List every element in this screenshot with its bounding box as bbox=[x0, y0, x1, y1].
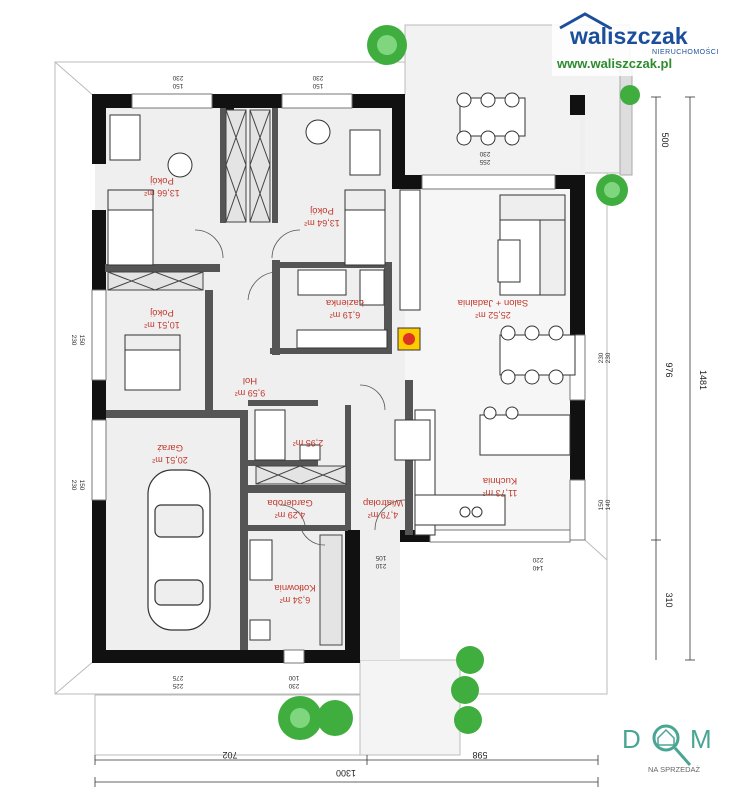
window-dim: 230 bbox=[70, 480, 77, 491]
dom-logo: D M NA SPRZEDAŻ bbox=[622, 724, 713, 774]
terrace-wall bbox=[619, 64, 633, 176]
wardrobes bbox=[107, 109, 347, 646]
window-dim: 150 bbox=[78, 480, 85, 491]
window-dim: 140 bbox=[605, 499, 612, 510]
dom-letter-d: D bbox=[622, 724, 642, 754]
room-area: 6,19 m² bbox=[330, 310, 361, 320]
window-dim: 230 bbox=[479, 150, 490, 157]
room-name: Pokój bbox=[150, 175, 174, 186]
window-dim: 230 bbox=[312, 74, 323, 81]
magnifier-icon bbox=[652, 724, 680, 752]
room-name: Garaż bbox=[157, 442, 183, 453]
room-name: Wiatrołap bbox=[363, 497, 403, 508]
room-area: 13,64 m² bbox=[304, 218, 340, 228]
room-labels: Pokój 13,66 m² Pokój 13,64 m² Pokój 10,5… bbox=[144, 175, 528, 605]
dim-front-depth: 310 bbox=[664, 592, 674, 607]
room-name: Pokój bbox=[310, 205, 334, 216]
brand-url[interactable]: www.waliszczak.pl bbox=[556, 56, 672, 71]
window-dim: 150 bbox=[78, 335, 85, 346]
room-area: 4,29 m² bbox=[275, 510, 306, 520]
dim-total-width: 1300 bbox=[336, 768, 356, 778]
dim-inner-depth: 976 bbox=[664, 362, 674, 377]
window-dim: 230 bbox=[172, 74, 183, 81]
window-dim: 230 bbox=[70, 335, 77, 346]
window-dim: 230 bbox=[288, 682, 299, 689]
dom-subtitle: NA SPRZEDAŻ bbox=[648, 765, 701, 774]
room-area: 6,34 m² bbox=[280, 595, 311, 605]
window-dim: 225 bbox=[172, 682, 183, 689]
entrance-path bbox=[359, 659, 461, 756]
window-dim: 150 bbox=[598, 499, 605, 510]
room-name: Pokój bbox=[150, 307, 174, 318]
dim-terrace-depth: 500 bbox=[660, 132, 670, 147]
window-dim: 230 bbox=[605, 352, 612, 363]
window-dim: 255 bbox=[479, 158, 490, 165]
window-dims: 230 150 230 150 230 150 255 230 230 230 … bbox=[70, 74, 612, 689]
roof-line bbox=[54, 659, 96, 695]
car-icon bbox=[147, 469, 211, 631]
window-dim: 275 bbox=[172, 674, 183, 681]
tree-icon bbox=[278, 25, 640, 740]
room-area: 10,51 m² bbox=[144, 320, 180, 330]
window-dim: 105 bbox=[375, 554, 386, 561]
roof-line bbox=[584, 539, 608, 561]
window-dim: 140 bbox=[532, 564, 543, 571]
window-dim: 150 bbox=[312, 82, 323, 89]
room-name: Hol bbox=[243, 375, 257, 386]
room-area: 9,59 m² bbox=[235, 388, 266, 398]
brand-name: waliszczak bbox=[569, 23, 688, 49]
room-area: 13,66 m² bbox=[144, 188, 180, 198]
interior-walls bbox=[105, 108, 413, 650]
doors bbox=[194, 229, 406, 546]
dimension-lines bbox=[94, 96, 695, 787]
room-area: 20,51 m² bbox=[152, 455, 188, 465]
window-dim: 230 bbox=[598, 352, 605, 363]
dim-left-width: 702 bbox=[222, 750, 237, 760]
dom-letter-m: M bbox=[690, 724, 713, 754]
chairs bbox=[456, 92, 564, 518]
room-name: Łazienka bbox=[325, 297, 364, 308]
window-dim: 210 bbox=[375, 562, 386, 569]
house-icon bbox=[657, 728, 675, 746]
roof-line bbox=[54, 61, 96, 98]
window-dim: 220 bbox=[532, 556, 543, 563]
room-name: Garderoba bbox=[267, 497, 313, 508]
window-dim: 150 bbox=[172, 82, 183, 89]
brand-subtitle: NIERUCHOMOŚCI bbox=[652, 47, 719, 56]
brand-logo: waliszczak NIERUCHOMOŚCI www.waliszczak.… bbox=[552, 12, 734, 76]
room-name: Kotłownia bbox=[274, 582, 316, 593]
room-area: 4,79 m² bbox=[368, 510, 399, 520]
room-name: Salon + Jadalnia bbox=[457, 297, 528, 308]
room-area: 25,52 m² bbox=[475, 310, 511, 320]
fireplace-icon bbox=[397, 327, 421, 351]
exterior-walls bbox=[92, 94, 585, 663]
room-area: 11,73 m² bbox=[483, 488, 518, 498]
dim-right-width: 598 bbox=[472, 750, 487, 760]
windows bbox=[91, 93, 586, 664]
house-roof-icon bbox=[559, 12, 611, 30]
dim-total-depth: 1481 bbox=[698, 370, 708, 390]
furniture bbox=[107, 97, 576, 641]
room-area: 2,95 m² bbox=[293, 438, 324, 448]
dimension-labels: 1300 702 598 1481 976 500 310 bbox=[222, 132, 708, 778]
window-dim: 100 bbox=[288, 674, 299, 681]
room-name: Kuchnia bbox=[482, 475, 517, 486]
